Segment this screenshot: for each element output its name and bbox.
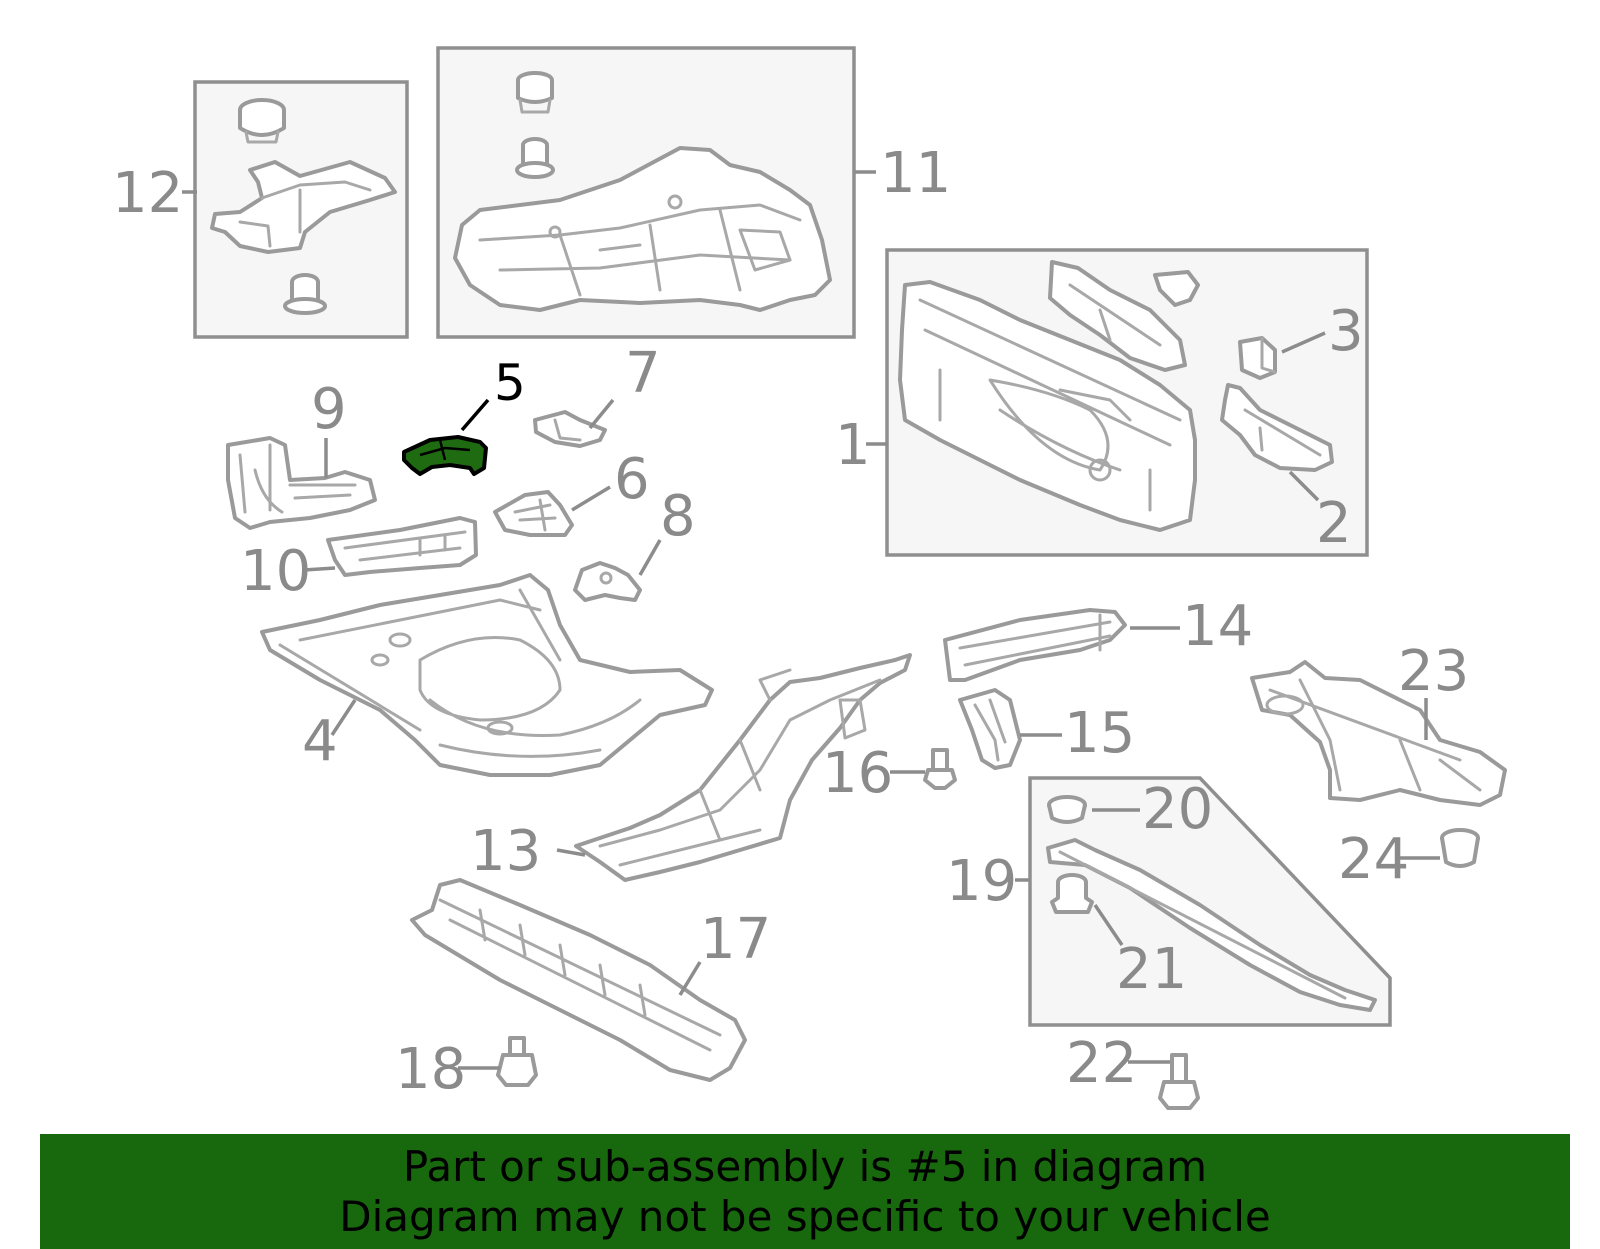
callout-1: 1: [835, 413, 871, 478]
part-7[interactable]: [533, 410, 607, 448]
callout-4: 4: [302, 709, 338, 774]
part-14[interactable]: [943, 608, 1127, 682]
part-15[interactable]: [958, 688, 1022, 770]
callout-11: 11: [880, 141, 951, 206]
part-17[interactable]: [410, 878, 747, 1082]
part-1-small-bracket: [1153, 270, 1200, 307]
part-4[interactable]: [260, 573, 714, 777]
part-12-mount-cap: [238, 98, 286, 144]
part-1-panel: [898, 280, 1197, 532]
part-22[interactable]: [1158, 1053, 1200, 1110]
callout-6: 6: [614, 447, 650, 512]
callout-labels: 12 11 1 3 2 9 5 7 6 8 10 4 13 14 15 16 1…: [112, 141, 1469, 1102]
part-11-bushing: [515, 137, 555, 179]
callout-15: 15: [1064, 701, 1135, 766]
part-18[interactable]: [496, 1036, 538, 1087]
part-3[interactable]: [1238, 336, 1277, 380]
info-banner: Part or sub-assembly is #5 in diagram Di…: [40, 1134, 1570, 1249]
callout-16: 16: [822, 741, 893, 806]
part-21[interactable]: [1050, 873, 1094, 914]
part-12-bushing: [283, 273, 327, 315]
callout-13: 13: [470, 819, 541, 884]
part-24[interactable]: [1440, 828, 1480, 868]
callout-21: 21: [1116, 937, 1187, 1002]
part-12-group[interactable]: [193, 80, 409, 339]
callout-12: 12: [112, 161, 183, 226]
part-5-highlighted[interactable]: [402, 435, 488, 476]
callout-17: 17: [700, 907, 771, 972]
part-8[interactable]: [573, 561, 642, 602]
part-10[interactable]: [326, 516, 478, 577]
part-16[interactable]: [923, 748, 957, 790]
callout-23: 23: [1398, 639, 1469, 704]
leader-lines: [182, 170, 1440, 1070]
callout-22: 22: [1066, 1031, 1137, 1096]
part-11-group[interactable]: [436, 46, 856, 339]
callout-18: 18: [395, 1037, 466, 1102]
callout-8: 8: [660, 484, 696, 549]
part-9[interactable]: [226, 436, 377, 530]
part-2[interactable]: [1220, 383, 1334, 472]
callout-9: 9: [311, 377, 347, 442]
part-20[interactable]: [1047, 795, 1087, 824]
callout-3: 3: [1328, 299, 1364, 364]
callout-2: 2: [1316, 491, 1352, 556]
banner-line-part: Part or sub-assembly is #5 in diagram: [402, 1141, 1208, 1191]
callout-7: 7: [625, 341, 661, 406]
callout-5: 5: [494, 354, 526, 412]
callout-14: 14: [1182, 594, 1253, 659]
part-13[interactable]: [574, 653, 912, 882]
part-1-group[interactable]: [885, 248, 1369, 557]
part-19-box: [1028, 776, 1392, 1027]
callout-10: 10: [240, 539, 311, 604]
banner-line-disclaimer: Diagram may not be specific to your vehi…: [339, 1191, 1271, 1241]
part-19-group[interactable]: [1028, 776, 1392, 1027]
part-6[interactable]: [493, 490, 574, 537]
part-23[interactable]: [1250, 660, 1507, 807]
callout-19: 19: [946, 849, 1017, 914]
part-11-cap: [516, 71, 554, 114]
callout-20: 20: [1142, 777, 1213, 842]
callout-24: 24: [1338, 827, 1409, 892]
